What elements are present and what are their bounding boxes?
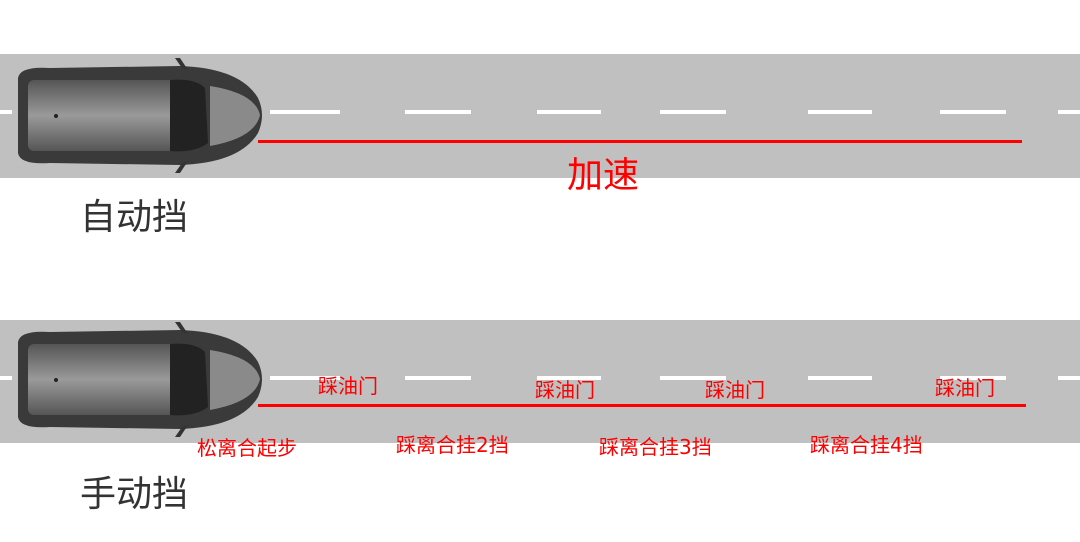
acceleration-line xyxy=(258,140,1022,143)
lane-dash xyxy=(0,376,12,380)
throttle-label: 踩油门 xyxy=(935,376,995,400)
throttle-label: 踩油门 xyxy=(535,378,595,402)
lane-dash xyxy=(405,110,471,114)
lane-dash xyxy=(660,376,726,380)
throttle-label: 踩油门 xyxy=(318,374,378,398)
lane-dash xyxy=(405,376,471,380)
lane-dash xyxy=(660,110,726,114)
lane-dash xyxy=(1058,376,1080,380)
lane-dash xyxy=(940,110,1006,114)
car-icon xyxy=(10,322,270,437)
clutch-label: 踩离合挂3挡 xyxy=(599,435,712,459)
accelerate-label: 加速 xyxy=(567,155,640,196)
lane-dash xyxy=(1058,110,1080,114)
clutch-label: 踩离合挂4挡 xyxy=(810,433,923,457)
manual-title: 手动挡 xyxy=(80,474,189,515)
clutch-label: 松离合起步 xyxy=(197,436,297,460)
throttle-label: 踩油门 xyxy=(705,378,765,402)
lane-dash xyxy=(0,110,12,114)
acceleration-line xyxy=(258,404,1026,407)
road-automatic xyxy=(0,54,1080,178)
car-icon xyxy=(10,58,270,173)
lane-dash xyxy=(270,110,340,114)
lane-dash xyxy=(940,376,1006,380)
lane-dash xyxy=(808,110,872,114)
lane-dash xyxy=(270,376,340,380)
lane-dash xyxy=(537,110,601,114)
road-manual xyxy=(0,320,1080,443)
clutch-label: 踩离合挂2挡 xyxy=(396,433,509,457)
lane-dash xyxy=(537,376,601,380)
automatic-title: 自动挡 xyxy=(80,197,189,238)
lane-dash xyxy=(808,376,872,380)
